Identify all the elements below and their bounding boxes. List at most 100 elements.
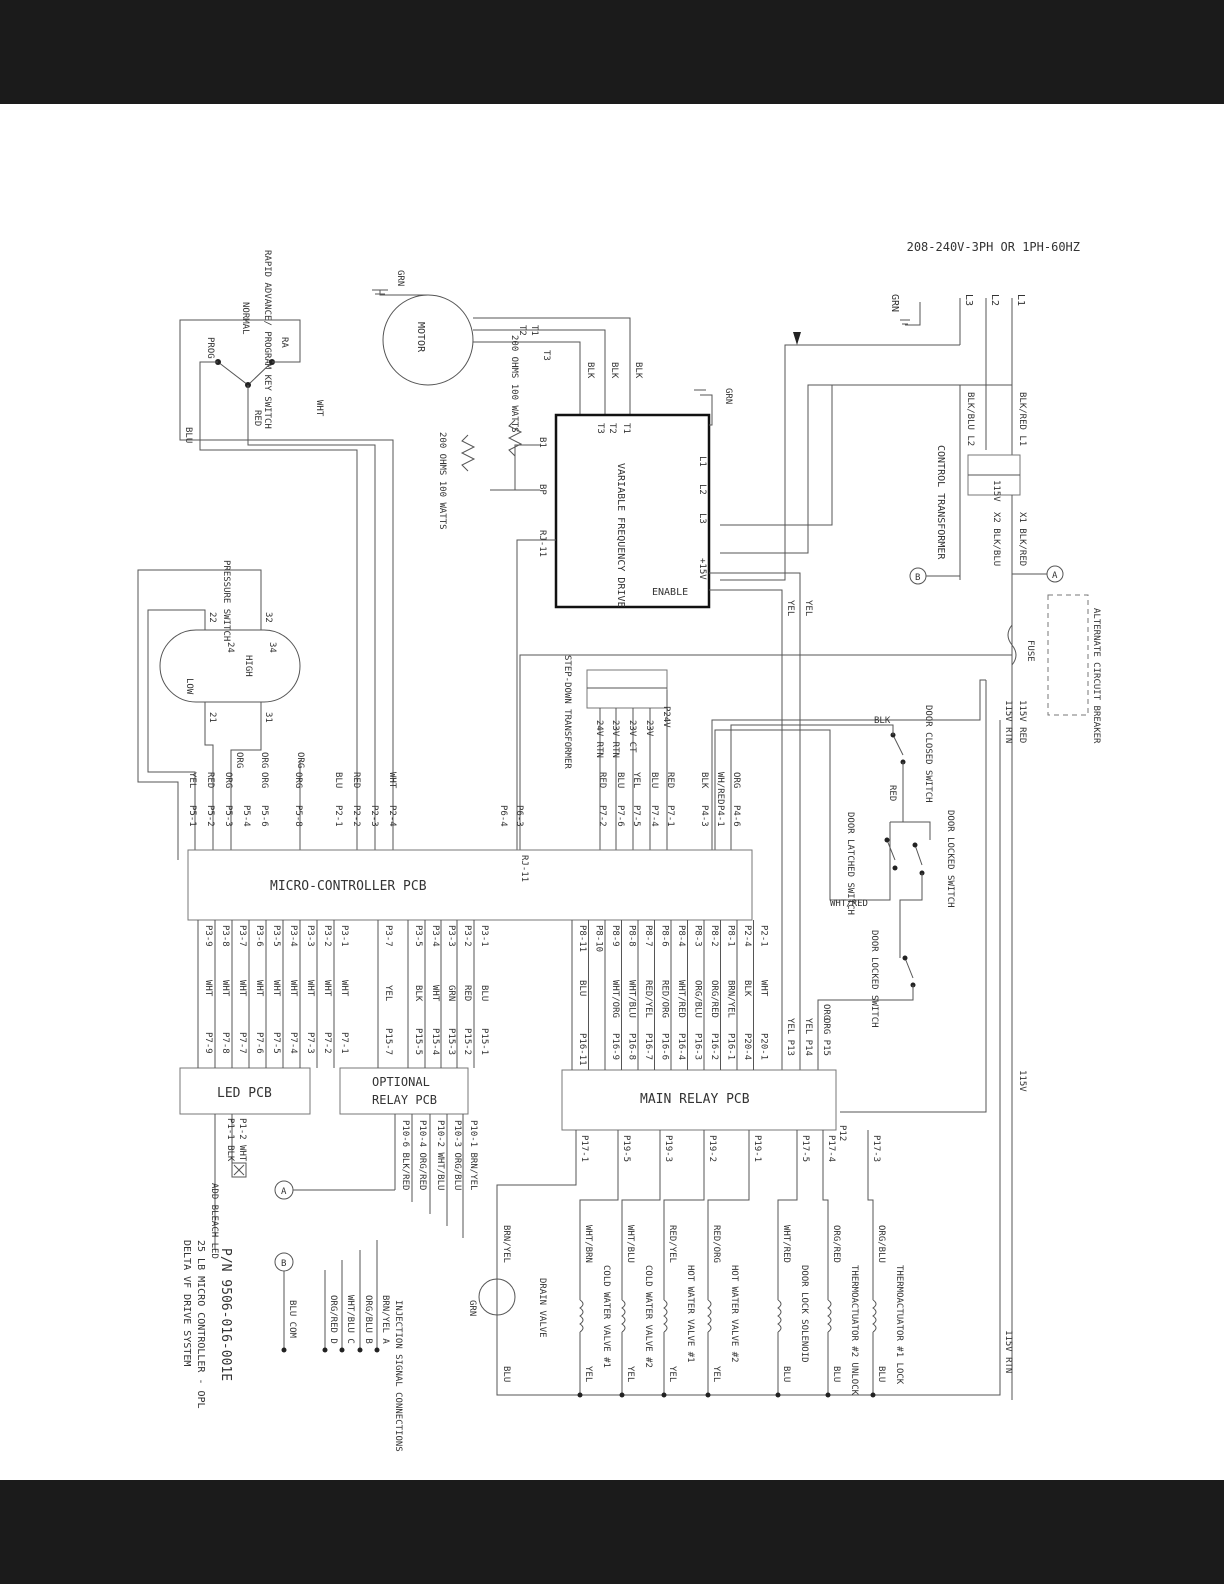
main-relay-extra-pin: YEL P13 <box>785 1018 795 1056</box>
pressure-wiring <box>137 569 301 860</box>
mcp-top-wire-color: RED <box>205 772 215 788</box>
junction-dot <box>661 1392 667 1398</box>
micro-controller-pcb <box>187 849 753 921</box>
stepdown-24vrtn: 24V RTN <box>594 720 604 758</box>
motor-leads <box>372 289 631 418</box>
motor-blk-3: BLK <box>585 362 595 379</box>
mcp-top-wire-color: RED <box>597 772 607 788</box>
vfd-t1: T1 <box>621 423 631 434</box>
output-label: DOOR LOCK SOLENOID <box>799 1265 809 1363</box>
mcp-top-pin-label: P7-2 <box>597 805 607 827</box>
main-relay-mcp-pin: P2-4 <box>742 925 752 947</box>
main-relay-pcb-pin: P16-11 <box>577 1033 587 1066</box>
led-mcp-pin: P3-1 <box>339 925 349 947</box>
vfd-l3: L3 <box>697 513 707 524</box>
led-pcb-pin: P7-1 <box>339 1032 349 1054</box>
main-relay-output-pin: P17-1 <box>579 1135 589 1162</box>
motor <box>382 294 474 386</box>
led-mcp-pin: P3-4 <box>288 925 298 947</box>
output-return-color: BLU <box>876 1366 886 1382</box>
output-feed <box>579 1130 619 1300</box>
mcp-top-pin-label: P2-4 <box>387 805 397 827</box>
coil-icon <box>827 1299 832 1333</box>
rtn-115v: 115V RTN <box>1003 1330 1013 1373</box>
keyswitch-normal: NORMAL <box>240 302 250 335</box>
stepdown-p24v: P24V <box>661 706 671 728</box>
mcp-top-wire-color: BLU <box>649 772 659 788</box>
main-relay-mcp-pin: P8-1 <box>726 925 736 947</box>
main-relay-wire-color: WHT/ORG <box>610 980 620 1018</box>
pressure-high: HIGH <box>243 655 253 677</box>
output-feed <box>621 1130 661 1300</box>
led-mcp-pin: P3-3 <box>305 925 315 947</box>
output-label: COLD WATER VALVE #1 <box>601 1265 611 1368</box>
ct-label: CONTROL TRANSFORMER <box>935 445 946 560</box>
led-mcp-pin: P3-8 <box>220 925 230 947</box>
led-pcb-pins: P3-9WHTP7-9P3-8WHTP7-8P3-7WHTP7-7P3-6WHT… <box>197 920 349 1068</box>
keyswitch-blu: BLU <box>183 427 193 443</box>
coil-icon <box>872 1299 877 1333</box>
main-relay-pcb-pin: P16-1 <box>726 1033 736 1060</box>
pressure-switch <box>159 629 301 703</box>
vfd-rj11: RJ-11 <box>537 530 547 557</box>
mcp-top-wire-color: ORG <box>223 772 233 788</box>
injection-wiring <box>281 1189 395 1353</box>
main-relay-pcb-pin: P16-8 <box>627 1033 637 1060</box>
injection-wire-label: ORG/RED D <box>328 1295 338 1344</box>
mcp-top-wire-color: RED <box>665 772 675 788</box>
mcp-top-wire-color: ORG <box>259 772 269 788</box>
pressure-org-2: ORG <box>259 752 269 768</box>
keyswitch-label: RAPID ADVANCE/ PROGRAM KEY SWITCH <box>262 250 272 429</box>
main-relay-mcp-pin: P8-2 <box>709 925 719 947</box>
system-name: DELTA VF DRIVE SYSTEM <box>181 1240 192 1366</box>
injection-label: INJECTION SIGNAL CONNECTIONS <box>393 1300 403 1452</box>
node-b-label: B <box>915 573 920 583</box>
led-out-2: P1-2 WHT <box>237 1118 247 1162</box>
main-relay-mcp-pin: P8-10 <box>594 925 604 952</box>
main-relay-115v: 115V <box>1017 1070 1027 1092</box>
led-wire-color: WHT <box>237 980 247 997</box>
mcp-top-pin-label: P5-2 <box>205 805 215 827</box>
junction-dot <box>870 1392 876 1398</box>
mcp-top-pin-label: P6-3 <box>514 805 524 827</box>
top-letterbox <box>0 0 1224 104</box>
blu-com: BLU COM <box>287 1300 297 1339</box>
ct-x2: X2 BLK/BLU <box>991 512 1001 566</box>
mcp-top-wire-color: WHT <box>387 772 397 789</box>
mcp-top-pin-label: P7-5 <box>631 805 641 827</box>
junction-dot <box>775 1392 781 1398</box>
main-relay-pcb-pin: P16-4 <box>676 1033 686 1060</box>
mcp-top-wire-color: ORG <box>731 772 741 788</box>
mcp-top-wire-color: ORG <box>293 772 303 788</box>
led-pcb-label: LED PCB <box>217 1086 272 1101</box>
led-wire-color: WHT <box>271 980 281 997</box>
pressure-21: 21 <box>207 712 217 723</box>
mcp-top-pin-label: P7-4 <box>649 805 659 827</box>
keyswitch-symbol <box>179 319 394 860</box>
main-relay-pcb-pin: P20-4 <box>742 1033 752 1060</box>
optional-relay-pcb-pin: P15-7 <box>383 1028 393 1055</box>
ct-x1: X1 BLK/RED <box>1017 512 1027 566</box>
mcp-top-pin-label: P4-6 <box>731 805 741 827</box>
optional-relay-label-2: RELAY PCB <box>372 1093 437 1107</box>
vfd-l2: L2 <box>697 484 707 495</box>
vfd-bp: BP <box>537 484 547 495</box>
optional-relay-pcb-pin: P15-4 <box>430 1028 440 1055</box>
coil-icon <box>621 1299 626 1333</box>
pressure-org-1: ORG <box>234 752 244 768</box>
vfd-box <box>554 413 711 609</box>
main-relay-output-pin: P19-2 <box>707 1135 717 1162</box>
optional-relay-mcp-pin: P3-4 <box>430 925 440 947</box>
mcp-top-pin-label: P5-4 <box>241 805 251 827</box>
door-switches <box>714 724 931 1085</box>
breaker-115v-rtn: 115V RTN <box>1003 700 1013 743</box>
pressure-low: LOW <box>184 678 194 695</box>
optional-relay-out-label: P10-4 ORG/RED <box>417 1120 427 1190</box>
optional-relay-pcb-pin: P15-5 <box>413 1028 423 1055</box>
inj-node-b-label: B <box>281 1259 286 1269</box>
vfd-15v: +15V <box>697 558 707 580</box>
